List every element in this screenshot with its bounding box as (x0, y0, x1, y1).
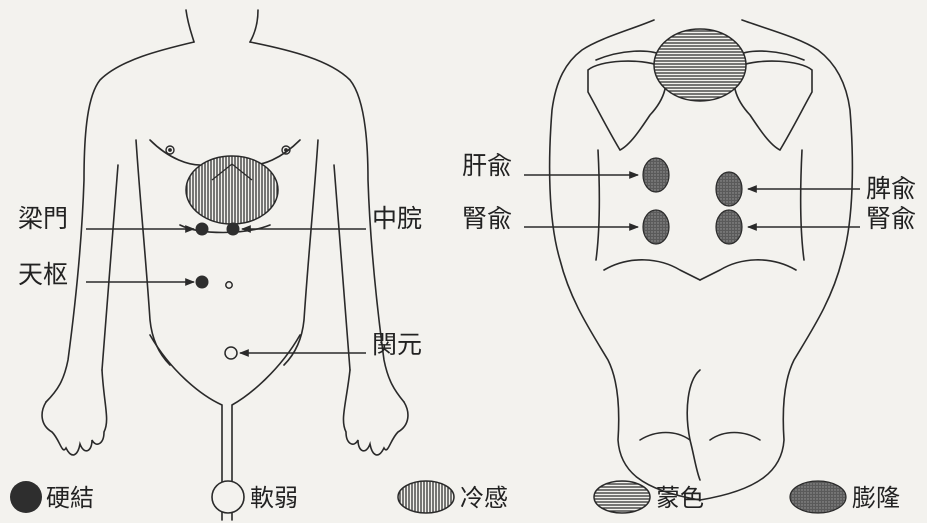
legend-soft-swatch (212, 481, 244, 513)
cold-area-epigastrium (186, 156, 278, 224)
point-ryomon-hard (196, 223, 209, 236)
point-kangen-soft (225, 347, 237, 359)
legend-hard-swatch (10, 481, 42, 513)
nipple-left (166, 146, 174, 154)
bulge-jinyu-right (716, 210, 742, 244)
point-tensu-hard (196, 276, 209, 289)
legend-soft-label: 軟弱 (250, 486, 298, 510)
bulge-jinyu-left (643, 210, 669, 244)
label-jinyu-right: 腎兪 (866, 206, 916, 231)
bulge-kanyu (643, 158, 669, 192)
bulge-hiyu (716, 172, 742, 206)
legend-hard-label: 硬結 (46, 486, 94, 510)
legend-bulge-swatch (790, 481, 846, 513)
color-area-upper-back (654, 29, 746, 101)
legend-color-label: 蒙色 (656, 486, 704, 510)
point-small-soft (226, 282, 232, 288)
legend-bulge-label: 膨隆 (852, 486, 900, 510)
label-tensu: 天枢 (18, 262, 68, 287)
label-hiyu: 脾兪 (866, 176, 916, 201)
legend-cold-label: 冷感 (460, 486, 508, 510)
front-body-outline (42, 10, 408, 520)
label-ryomon: 梁門 (18, 206, 68, 231)
legend-cold-swatch (398, 481, 454, 513)
point-chukan-hard (227, 223, 240, 236)
label-kangen: 関元 (372, 332, 422, 357)
label-chukan: 中脘 (372, 206, 422, 231)
legend-color-swatch (594, 481, 650, 513)
label-kanyu: 肝兪 (462, 153, 512, 178)
label-jinyu-left: 腎兪 (462, 206, 512, 231)
